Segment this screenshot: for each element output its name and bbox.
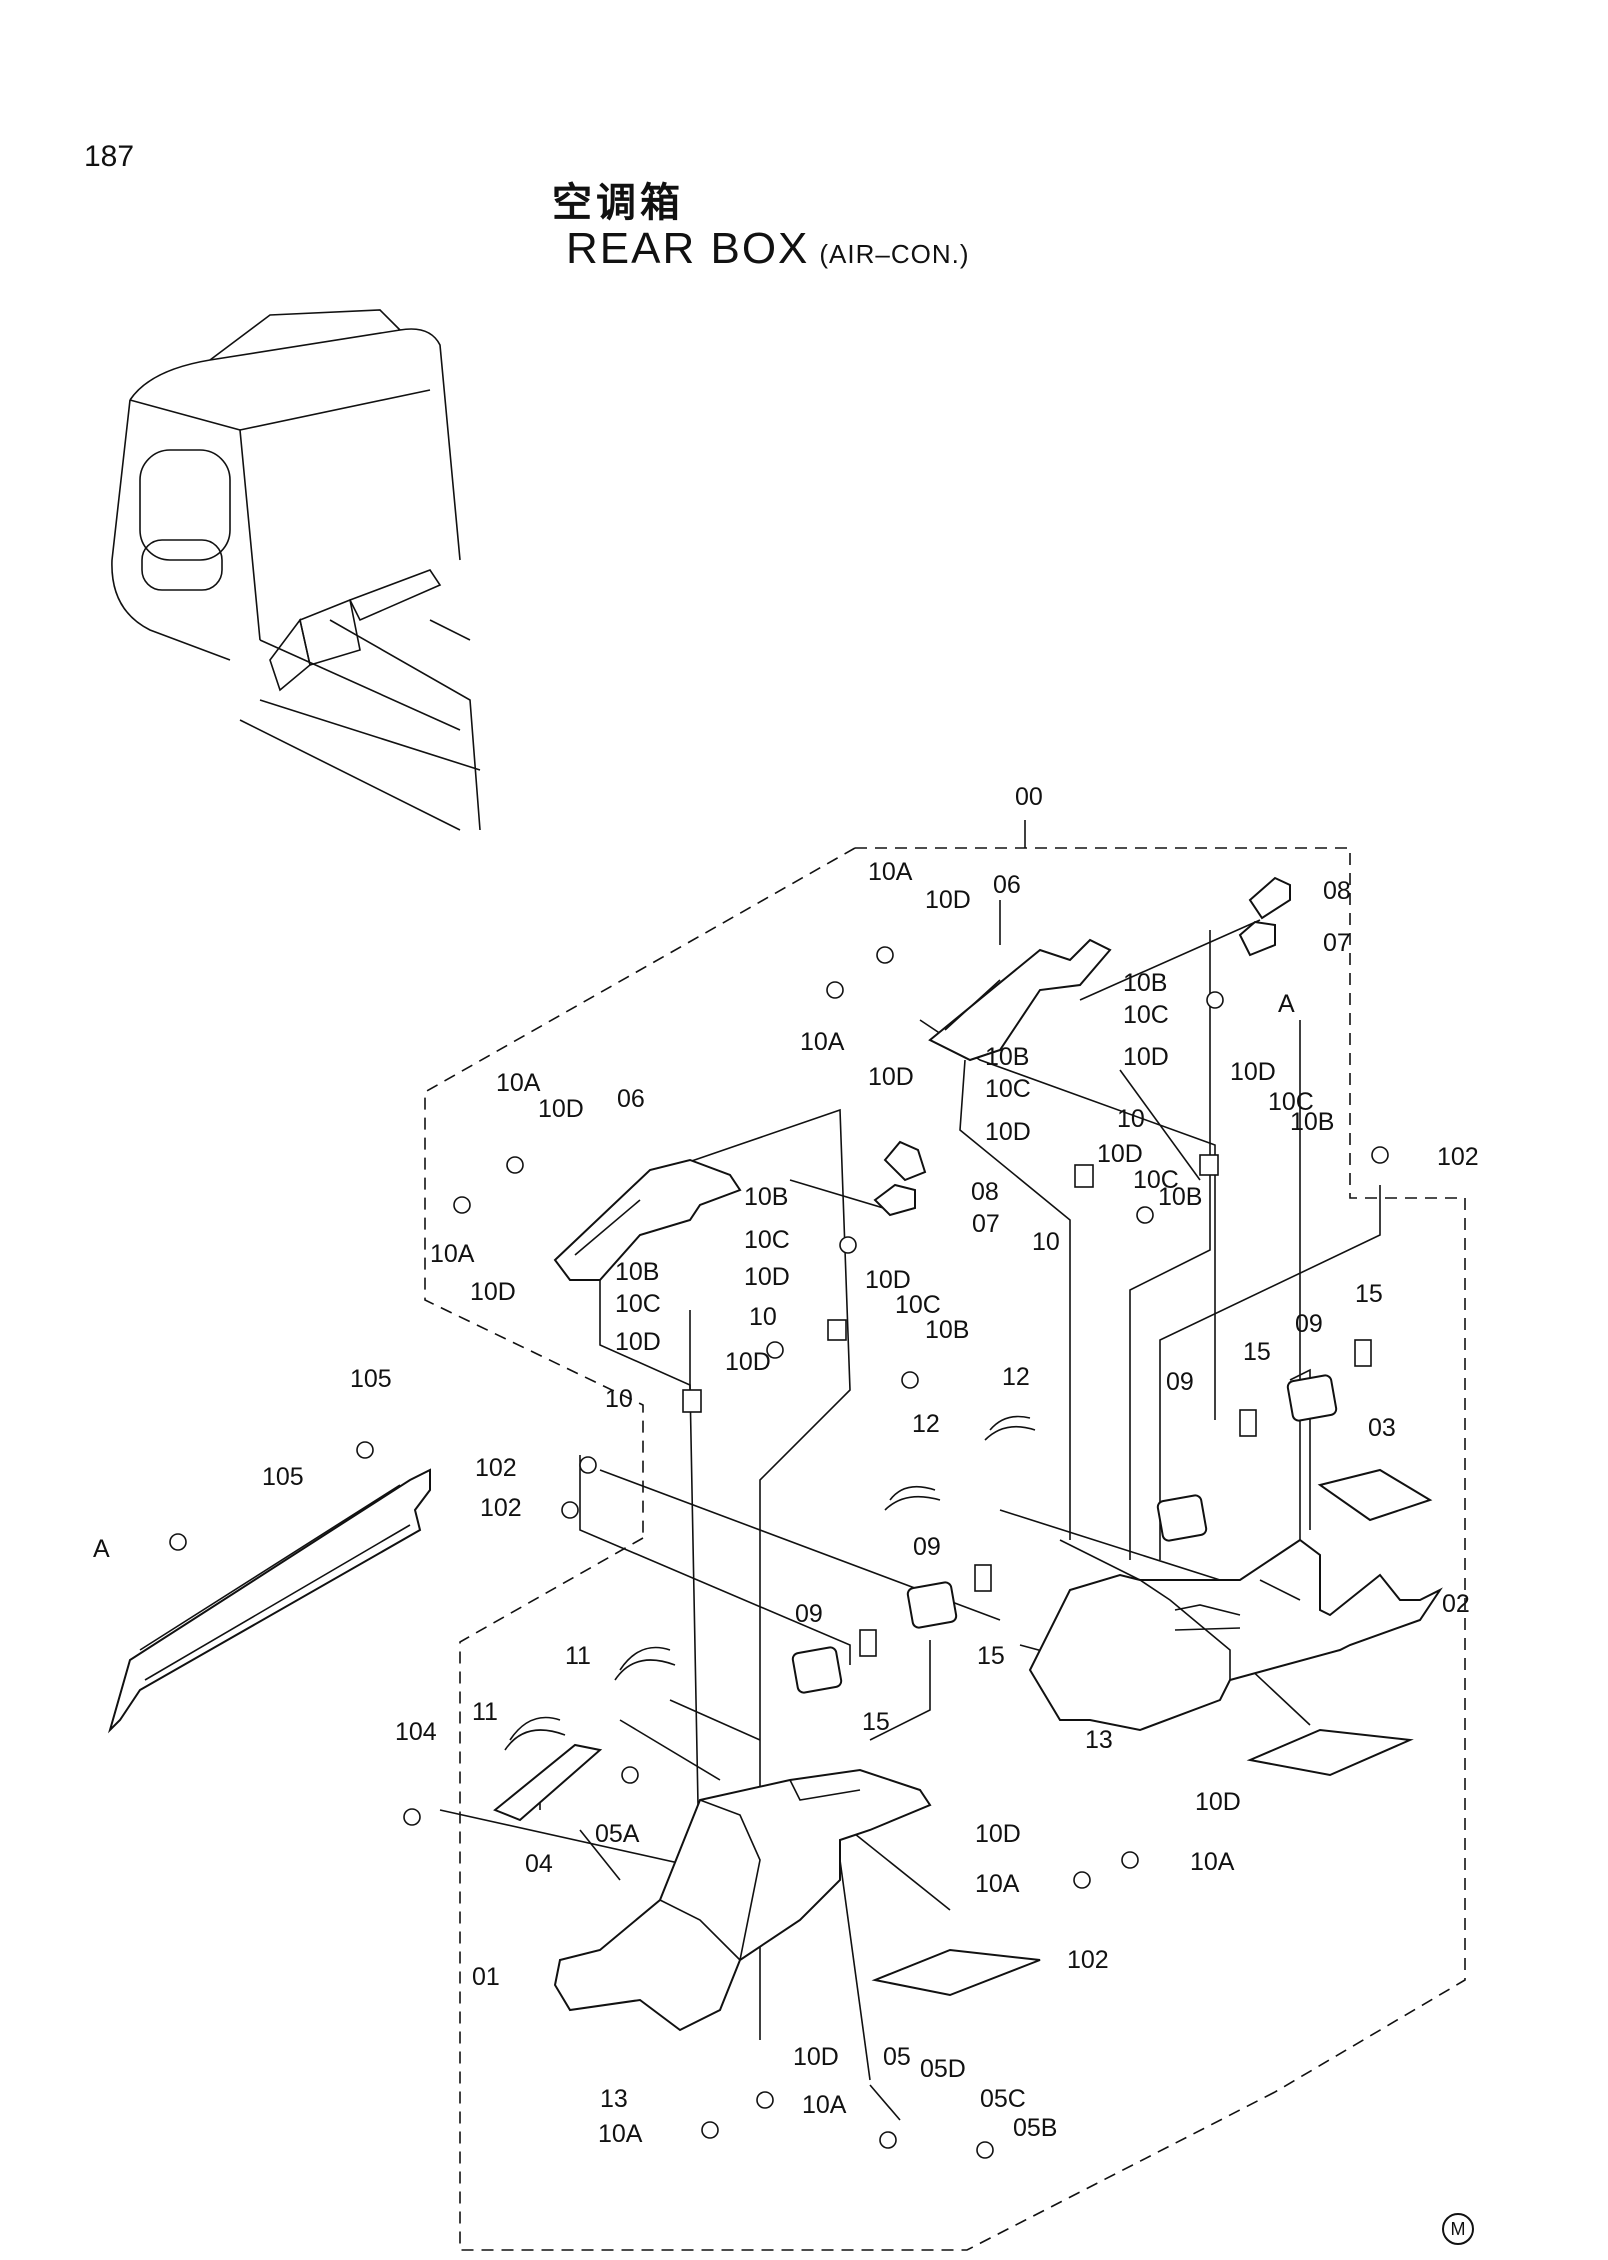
callout: 11	[565, 1642, 591, 1670]
callout: 09	[1166, 1368, 1194, 1396]
callout: 01	[472, 1963, 500, 1991]
callout: 15	[1243, 1338, 1271, 1366]
side-rail-104	[107, 1468, 431, 1734]
callout: 13	[600, 2085, 628, 2113]
callout: 105	[350, 1365, 392, 1393]
callout: 06	[993, 871, 1021, 899]
callout: 03	[1368, 1414, 1396, 1442]
callout: 09	[795, 1600, 823, 1628]
callout: 10D	[615, 1328, 661, 1356]
fasteners	[169, 946, 1389, 2159]
callout: 07	[972, 1210, 1000, 1238]
callout: 11	[472, 1698, 498, 1726]
callout: 10D	[868, 1063, 914, 1091]
misc-parts	[493, 1415, 1433, 1997]
rear-box-02	[1028, 1538, 1443, 1732]
callout: 10A	[802, 2091, 847, 2119]
callout: 07	[1323, 929, 1351, 957]
callout: 102	[1067, 1946, 1109, 1974]
page-number: 187	[84, 140, 135, 173]
callout: 10C	[744, 1226, 790, 1254]
vent-grilles	[791, 1339, 1372, 1694]
callout: 104	[395, 1718, 437, 1746]
callout: A	[1278, 990, 1295, 1018]
callout: 10D	[793, 2043, 839, 2071]
callout: 10D	[725, 1348, 771, 1376]
callout-labels: 00 06 06 07 07 08 08 09 09 09 09 15 15 1…	[93, 783, 1479, 2148]
callout: 05B	[1013, 2114, 1057, 2142]
callout: 102	[475, 1454, 517, 1482]
callout: 105	[262, 1463, 304, 1491]
callout: 10D	[1195, 1788, 1241, 1816]
callout: 05C	[980, 2085, 1026, 2113]
callout: 15	[977, 1642, 1005, 1670]
callout: 05D	[920, 2055, 966, 2083]
callout: 09	[1295, 1310, 1323, 1338]
callout: 04	[525, 1850, 553, 1878]
callout: 12	[1002, 1363, 1030, 1391]
callout: 10D	[470, 1278, 516, 1306]
callout: 10A	[1190, 1848, 1235, 1876]
callout: 10D	[744, 1263, 790, 1291]
callout: 10C	[1133, 1166, 1179, 1194]
callout: 13	[1085, 1726, 1113, 1754]
callout: 05A	[595, 1820, 640, 1848]
callout: 10	[1117, 1105, 1145, 1133]
callout: 102	[480, 1494, 522, 1522]
callout: 15	[1355, 1280, 1383, 1308]
callout: 10D	[1097, 1140, 1143, 1168]
callout: 10D	[975, 1820, 1021, 1848]
callout: 10A	[598, 2120, 643, 2148]
callout: 10B	[744, 1183, 788, 1211]
callout: 10B	[925, 1316, 969, 1344]
callout: 12	[912, 1410, 940, 1438]
callout: 10A	[975, 1870, 1020, 1898]
callout: 10C	[1123, 1001, 1169, 1029]
lower-box-01	[553, 1768, 932, 2032]
callout: 10C	[1268, 1088, 1314, 1116]
callout: 10B	[1290, 1108, 1334, 1136]
callout: 10B	[1158, 1183, 1202, 1211]
callout: 102	[1437, 1143, 1479, 1171]
callout: 10D	[985, 1118, 1031, 1146]
callout: 10A	[430, 1240, 475, 1268]
title-english: REAR BOX (AIR–CON.)	[566, 224, 970, 274]
callout: 10C	[615, 1290, 661, 1318]
callout: 10B	[1123, 969, 1167, 997]
cab-overview-sketch	[111, 309, 481, 831]
callout: 05	[883, 2043, 911, 2071]
callout: 10D	[1230, 1058, 1276, 1086]
callout: 08	[1323, 877, 1351, 905]
callout: 15	[862, 1708, 890, 1736]
upper-bracket-assembly-left	[553, 1140, 927, 1413]
title-chinese: 空调箱	[552, 180, 684, 226]
callout: 10D	[538, 1095, 584, 1123]
callout: A	[93, 1535, 110, 1563]
upper-bracket-assembly-right	[928, 876, 1291, 1188]
callout: 06	[617, 1085, 645, 1113]
callout: 10	[749, 1303, 777, 1331]
callout: 10D	[1123, 1043, 1169, 1071]
callout: 10D	[865, 1266, 911, 1294]
title-subtitle: (AIR–CON.)	[819, 239, 970, 269]
callout: 10A	[800, 1028, 845, 1056]
callout: 10	[605, 1385, 633, 1413]
callout: 10C	[985, 1075, 1031, 1103]
callout: 10	[1032, 1228, 1060, 1256]
callout: 09	[913, 1533, 941, 1561]
callout: 10A	[496, 1069, 541, 1097]
corner-mark: M	[1442, 2213, 1474, 2245]
callout: 10A	[868, 858, 913, 886]
callout: 08	[971, 1178, 999, 1206]
callout: 02	[1442, 1590, 1470, 1618]
callout: 00	[1015, 783, 1043, 811]
assembly-boundaries	[424, 847, 1466, 2251]
callout: 10D	[925, 886, 971, 914]
title-main: REAR BOX	[566, 224, 810, 273]
callout: 10B	[985, 1043, 1029, 1071]
callout: 10C	[895, 1291, 941, 1319]
callout: 10B	[615, 1258, 659, 1286]
